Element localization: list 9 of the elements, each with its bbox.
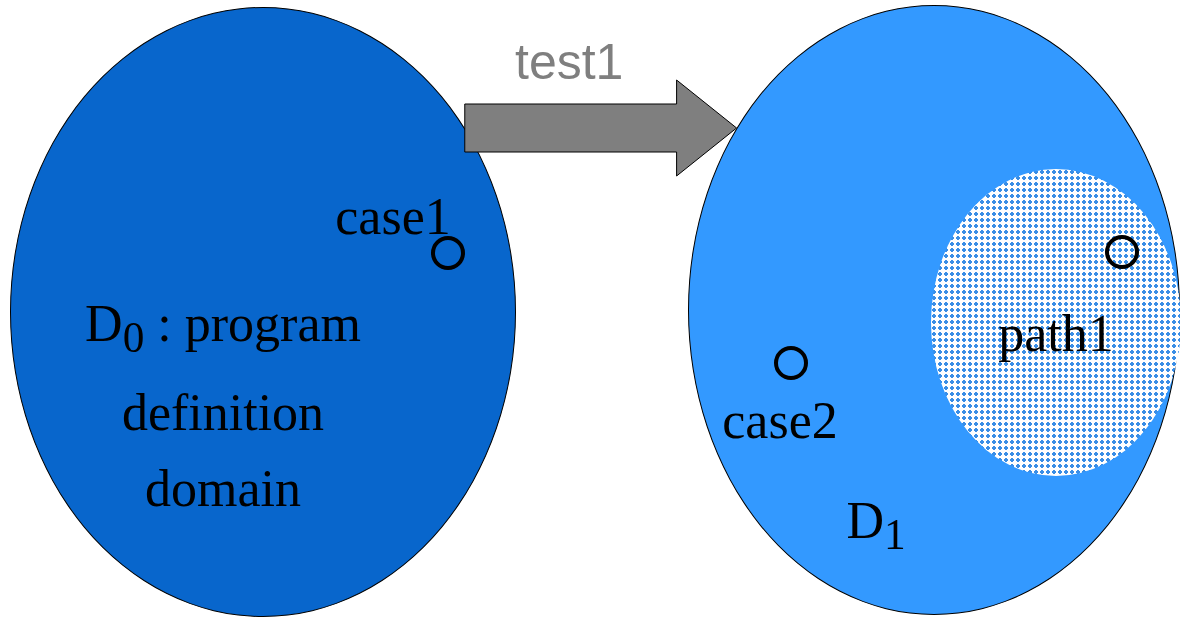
point-marker: [431, 236, 465, 270]
block-arrow: [464, 79, 738, 177]
point-label: case2: [721, 391, 839, 451]
point-marker: [1105, 235, 1139, 269]
edge-label: test1: [515, 34, 624, 90]
set-label: D$_{0}$ : program definition domain: [84, 294, 362, 520]
point-marker: [774, 346, 808, 380]
set-label: D$_{1}$: [845, 491, 907, 561]
point-label: case1: [334, 187, 452, 247]
